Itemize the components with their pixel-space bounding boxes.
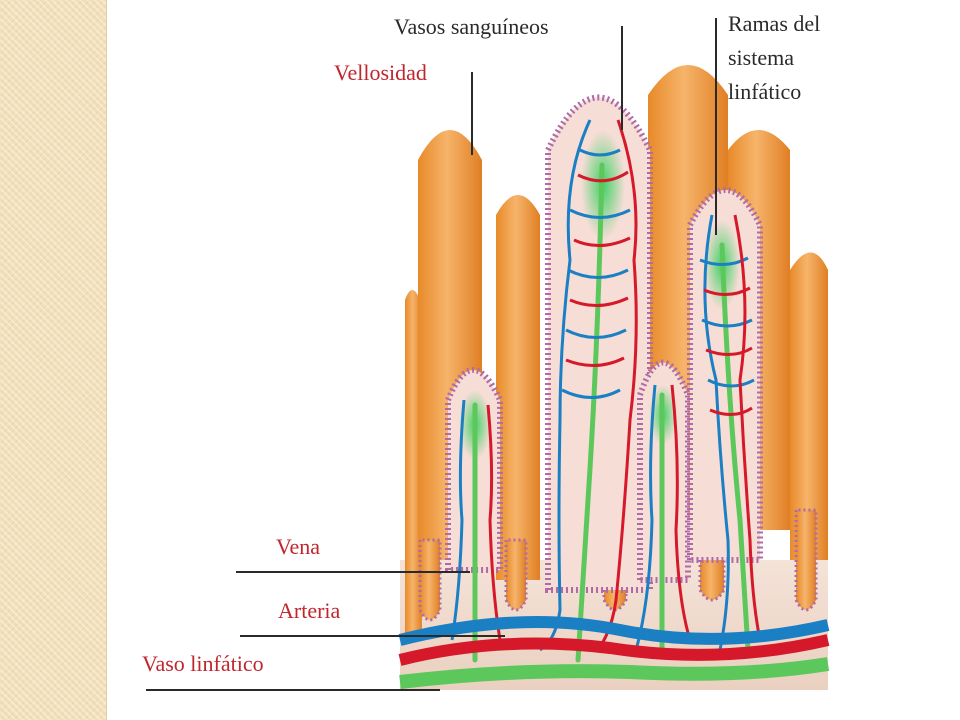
label-vellosidad: Vellosidad xyxy=(334,60,427,85)
label-arteria: Arteria xyxy=(278,598,341,623)
base-lymph-vessel xyxy=(399,657,830,689)
base-vein xyxy=(398,616,830,646)
label-ramas-line3: linfático xyxy=(728,79,802,104)
veins xyxy=(450,119,755,652)
label-ramas-line1: Ramas del xyxy=(728,11,821,36)
label-vasos-sanguineos: Vasos sanguíneos xyxy=(394,14,549,39)
label-vena: Vena xyxy=(276,534,320,559)
base-artery xyxy=(398,634,830,666)
arteries xyxy=(486,119,762,651)
label-ramas-line2: sistema xyxy=(728,45,794,70)
decorative-left-strip xyxy=(0,0,107,720)
leader-lines xyxy=(146,18,717,691)
lymph-central-vessels xyxy=(472,162,751,663)
label-vaso-linfatico: Vaso linfático xyxy=(142,651,264,676)
